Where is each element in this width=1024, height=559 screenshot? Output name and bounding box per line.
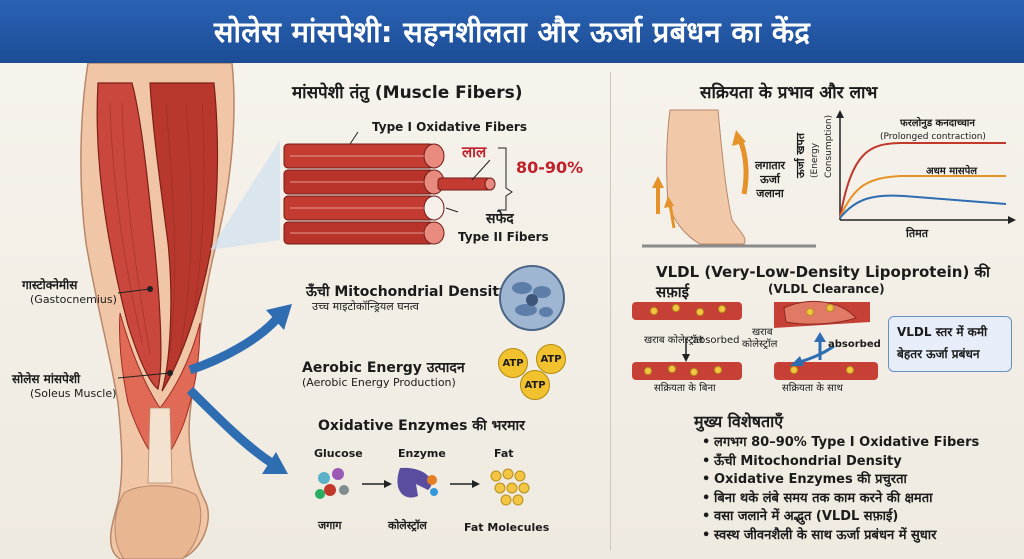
mitochondria-icon — [499, 265, 565, 331]
feature-item: लगभग 80–90% Type I Oxidative Fibers — [702, 434, 979, 453]
vldl-vessels — [632, 300, 878, 380]
glucose-label: Glucose — [314, 447, 363, 460]
foot-illustration — [642, 109, 816, 248]
feature-item: Oxidative Enzymes की प्रचुरता — [702, 471, 979, 490]
enzyme-shape — [397, 467, 438, 498]
atp-icon: ATP — [520, 370, 550, 400]
feature-item: वसा जलाने में अद्भुत (VLDL सफ़ाई) — [702, 508, 979, 527]
with-activity-label: सक्रियता के साथ — [782, 383, 843, 394]
other-muscle-curve — [839, 175, 1006, 219]
fiber-percentage: 80-90% — [516, 158, 584, 177]
prolonged-label-en: (Prolonged contraction) — [880, 132, 986, 142]
baseline-curve — [839, 194, 1007, 219]
bad-label-right-1: खराब — [752, 327, 773, 338]
white-fibers-label: सफेद — [486, 211, 514, 227]
type2-fibers-label: Type II Fibers — [458, 230, 549, 244]
fat-label: Fat — [494, 447, 514, 460]
burn-text-3: जलाना — [756, 187, 784, 200]
fat-molecules — [490, 468, 530, 506]
atp-icon: ATP — [536, 344, 566, 374]
glucose-molecule — [315, 468, 349, 499]
aerobic-title: Aerobic Energy उत्पादन — [302, 360, 465, 376]
chart-ylabel: ऊर्जा खपत (Energy Consumption) — [794, 114, 834, 178]
prolonged-curve — [839, 142, 1006, 219]
leg-illustration — [80, 63, 235, 559]
features-list: लगभग 80–90% Type I Oxidative Fibers ऊँची… — [702, 434, 979, 545]
bad-cholesterol-label: खराब कोलेस्ट्रॉल — [644, 335, 704, 346]
fiber-bundle — [283, 143, 445, 245]
prolonged-label-hi: फरलोनुड कनदाच्चान — [900, 118, 975, 129]
mito-subtitle: उच्च माइटोकॉन्ड्रियल घनत्व — [312, 300, 419, 313]
energy-consumption-chart — [836, 110, 1016, 224]
enzyme-label: Enzyme — [398, 447, 446, 460]
enzyme-pathway — [315, 467, 530, 506]
activity-heading: सक्रियता के प्रभाव और लाभ — [700, 83, 878, 103]
page-title: सोलेस मांसपेशी: सहनशीलता और ऊर्जा प्रबंध… — [213, 15, 811, 49]
without-activity-label: सक्रियता के बिना — [654, 383, 716, 394]
vldl-benefit-line2: बेहतर ऊर्जा प्रबंधन — [897, 347, 980, 361]
atp-molecules: ATP ATP ATP — [498, 344, 572, 400]
type1-fibers-label: Type I Oxidative Fibers — [372, 120, 527, 134]
bad-label-right-2: कोलेस्ट्रॉल — [742, 339, 778, 350]
fibers-heading: मांसपेशी तंतु (Muscle Fibers) — [292, 83, 523, 103]
column-divider — [610, 72, 611, 550]
pathway-arrows — [186, 304, 292, 474]
mito-title: ऊँची Mitochondrial Density — [306, 284, 509, 300]
soleus-label-hi: सोलेस मांसपेशी — [12, 372, 81, 386]
vldl-benefit-line1: VLDL स्तर में कमी — [897, 325, 988, 339]
jagag-label: जगाग — [318, 519, 342, 532]
enzymes-title: Oxidative Enzymes की भरमार — [318, 418, 525, 434]
fat-molecules-label: Fat Molecules — [464, 521, 550, 534]
vldl-benefit-box: VLDL स्तर में कमी बेहतर ऊर्जा प्रबंधन — [888, 316, 1012, 372]
features-heading: मुख्य विशेषताएँ — [694, 412, 784, 431]
gastrocnemius-label-hi: गास्टोक्नेमीस — [22, 278, 78, 292]
feature-item: स्वस्थ जीवनशैली के साथ ऊर्जा प्रबंधन में… — [702, 527, 979, 546]
feature-item: ऊँची Mitochondrial Density — [702, 453, 979, 472]
title-banner: सोलेस मांसपेशी: सहनशीलता और ऊर्जा प्रबंध… — [0, 0, 1024, 63]
fiber-bundle-illustration — [210, 131, 513, 250]
chart-xlabel: तिमत — [906, 227, 928, 240]
aerobic-subtitle: (Aerobic Energy Production) — [302, 376, 456, 389]
absorbed-label-right: absorbed — [828, 339, 881, 350]
cholesterol-label: कोलेस्ट्रॉल — [388, 519, 427, 532]
vldl-title: VLDL (Very-Low-Density Lipoprotein) की स… — [656, 263, 990, 301]
absorbed-label-left: 'absorbed — [690, 335, 740, 346]
gastrocnemius-label-en: (Gastocnemius) — [30, 293, 117, 306]
burn-text-1: लगातार — [754, 159, 786, 172]
soleus-label-en: (Soleus Muscle) — [30, 387, 117, 400]
feature-item: बिना थके लंबे समय तक काम करने की क्षमता — [702, 490, 979, 509]
vldl-subtitle: (VLDL Clearance) — [768, 282, 885, 296]
red-fibers-label: लाल — [462, 143, 487, 161]
other-muscle-label: अधम मासपेल — [926, 166, 978, 177]
burn-text-2: ऊर्जा — [760, 173, 780, 186]
atp-icon: ATP — [498, 348, 528, 378]
